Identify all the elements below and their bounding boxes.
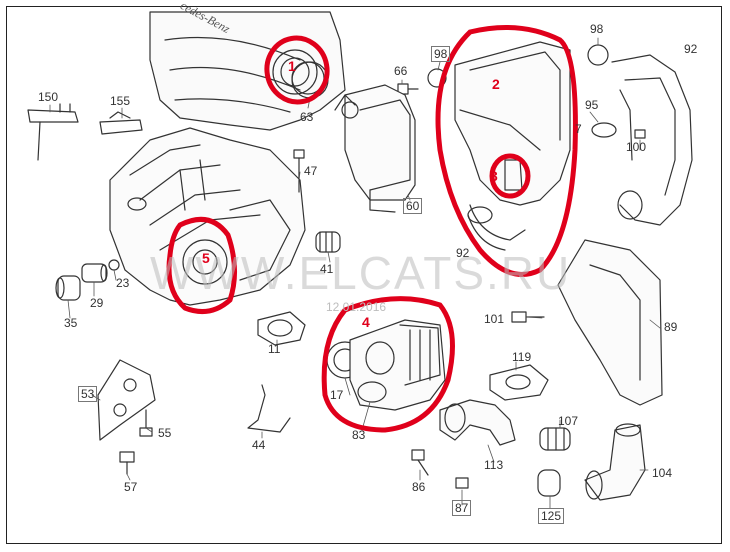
sensor-150: [27, 103, 79, 161]
leader-lines: [49, 37, 661, 509]
plug-35: [55, 275, 81, 301]
part-label-113: 113: [484, 458, 504, 472]
part-label-150: 150: [38, 90, 59, 104]
part-label-23: 23: [116, 276, 130, 290]
part-label-44: 44: [252, 438, 266, 452]
seal-23: [108, 259, 120, 271]
part-label-55: 55: [158, 426, 172, 440]
plug-29: [81, 263, 108, 283]
marker-4: 4: [362, 314, 370, 330]
part-label-41: 41: [320, 262, 334, 276]
highlight-5: [166, 216, 238, 315]
part-label-17: 17: [330, 388, 344, 402]
part-label-11: 11: [268, 342, 281, 356]
watermark-text: WWW.ELCATS.RU: [150, 247, 572, 299]
part-label-119: 119: [512, 350, 532, 364]
throttle-flange-5: [182, 239, 228, 285]
part-label-60: 60: [403, 198, 423, 214]
diagram-frame: [6, 6, 722, 544]
bolt-55: [139, 409, 153, 437]
elbow-113: [439, 399, 516, 446]
air-filter-housing-2: [454, 41, 571, 206]
part-label-104: 104: [652, 466, 673, 480]
part-label-98-left: 98: [431, 46, 451, 62]
part-label-87: 87: [452, 500, 472, 516]
part-label-66: 66: [394, 64, 408, 78]
highlight-3: [489, 153, 531, 199]
part-label-100: 100: [626, 140, 647, 154]
marker-1: 1: [288, 58, 296, 74]
part-label-125: 125: [538, 508, 565, 524]
highlight-2: [435, 25, 578, 277]
clip-100: [634, 129, 646, 139]
red-highlights: [166, 25, 578, 433]
marker-3: 3: [490, 168, 498, 184]
throttle-body-4: [349, 319, 446, 411]
bracket-53: [97, 359, 156, 441]
part-label-53: 53: [78, 386, 98, 402]
gasket-11: [257, 311, 306, 346]
part-label-57: 57: [124, 480, 138, 494]
heat-shield-89: [557, 239, 663, 406]
ring-95: [591, 122, 617, 138]
air-mass-sensor-60: [334, 84, 416, 213]
part-label-155: 155: [110, 94, 131, 108]
part-label-47: 47: [304, 164, 318, 178]
part-label-92-lower: 92: [456, 246, 470, 260]
part-label-86: 86: [412, 480, 426, 494]
gasket-119: [489, 364, 549, 401]
bolt-57: [119, 451, 135, 475]
ring-98-left: [427, 68, 447, 88]
bellows-107: [539, 427, 571, 451]
part-label-63: 63: [300, 110, 314, 124]
bolt-47: [293, 149, 305, 193]
part-label-7: 7: [575, 122, 582, 136]
bracket-155: [99, 111, 143, 135]
pipe-104: [584, 423, 646, 501]
date-stamp: 12.01.2016: [326, 300, 387, 314]
part-label-35: 35: [64, 316, 78, 330]
marker-2: 2: [492, 76, 500, 92]
highlight-4: [321, 296, 455, 433]
part-label-29: 29: [90, 296, 104, 310]
bolt-87: [455, 477, 469, 489]
part-label-101: 101: [484, 312, 505, 326]
ring-98-right: [587, 44, 609, 66]
cap-125: [537, 469, 561, 497]
bolt-86: [411, 449, 429, 476]
part-label-83: 83: [352, 428, 366, 442]
marker-5: 5: [202, 250, 210, 266]
part-label-98-right: 98: [590, 22, 604, 36]
hose-92-lower: [467, 204, 526, 251]
hose-92-upper: [611, 54, 693, 226]
part-label-107: 107: [558, 414, 579, 428]
part-label-92-upper: 92: [684, 42, 698, 56]
highlight-1: [264, 35, 330, 105]
engine-block: [149, 11, 346, 131]
part-label-89: 89: [664, 320, 678, 334]
bracket-44: [247, 384, 291, 433]
part-label-95: 95: [585, 98, 599, 112]
